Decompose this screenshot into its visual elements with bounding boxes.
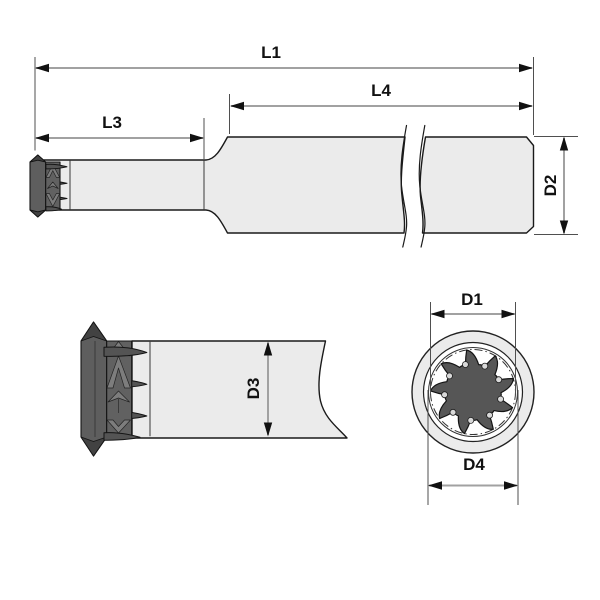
arrowhead-right bbox=[190, 133, 204, 143]
head-chevron bbox=[107, 390, 130, 403]
arrowhead-left bbox=[35, 133, 49, 143]
tooth-root-notch bbox=[441, 391, 449, 399]
tooth-root-notch bbox=[446, 372, 453, 380]
dimension-l3: L3 bbox=[35, 113, 205, 159]
arrowhead-down bbox=[559, 220, 569, 235]
tooth-root-notch bbox=[486, 411, 494, 419]
arrowhead-up bbox=[263, 341, 273, 356]
tooth-root-notch bbox=[467, 416, 475, 424]
tooth-blade bbox=[45, 163, 68, 170]
arrowhead-right bbox=[519, 63, 533, 73]
tooth-root-notch bbox=[481, 362, 489, 370]
dim-label-d2: D2 bbox=[541, 175, 560, 197]
arrowhead-right bbox=[504, 481, 518, 490]
tooth-root-notch bbox=[461, 361, 469, 368]
dim-label-l4: L4 bbox=[371, 81, 391, 100]
cutter-head-detail-view: D3 bbox=[80, 321, 348, 457]
arrowhead-up bbox=[559, 136, 569, 151]
head-tip-facet bbox=[80, 436, 108, 457]
dim-label-l3: L3 bbox=[102, 113, 122, 132]
dim-label-d1: D1 bbox=[461, 290, 483, 309]
dim-label-d3: D3 bbox=[244, 378, 263, 400]
dim-label-d4: D4 bbox=[463, 455, 485, 474]
cutter-head-side-small bbox=[29, 154, 71, 218]
break-line-left bbox=[400, 124, 408, 248]
arrowhead-left bbox=[35, 63, 49, 73]
head-tip-facet bbox=[29, 154, 47, 163]
head-front-strip bbox=[29, 154, 47, 218]
arrowhead-left bbox=[430, 309, 445, 319]
tooth-blade bbox=[45, 206, 62, 212]
head-chevron bbox=[47, 181, 59, 189]
front-cutter-star bbox=[429, 349, 514, 435]
head-front-strip bbox=[80, 321, 108, 457]
tooth-blade bbox=[103, 432, 141, 441]
tooth-root-notch bbox=[495, 376, 503, 384]
head-tip-facet bbox=[29, 209, 47, 218]
arrowhead-left bbox=[230, 101, 244, 111]
detail-shaft-with-break bbox=[131, 340, 348, 439]
arrowhead-right bbox=[519, 101, 533, 111]
arrowhead-down bbox=[263, 422, 273, 437]
cutter-head-side-large bbox=[80, 321, 148, 457]
dimension-d3: D3 bbox=[244, 341, 273, 437]
dimension-l4: L4 bbox=[229, 81, 533, 134]
overall-side-view bbox=[29, 124, 535, 248]
dimension-d1: D1 bbox=[430, 290, 516, 394]
dim-label-l1: L1 bbox=[261, 43, 281, 62]
dimension-l1: L1 bbox=[34, 43, 534, 151]
tool-shank-right bbox=[419, 136, 535, 234]
arrowhead-right bbox=[501, 309, 516, 319]
tooth-root-notch bbox=[497, 395, 505, 403]
arrowhead-left bbox=[428, 481, 442, 490]
break-line-right bbox=[418, 124, 426, 248]
dimension-d2: D2 bbox=[534, 136, 578, 235]
tooth-root-notch bbox=[449, 408, 457, 416]
cutter-front-view: D1 D4 bbox=[411, 290, 535, 505]
tool-neck-and-shank-left bbox=[43, 136, 406, 234]
tooth-blade bbox=[103, 346, 148, 357]
dimension-d4: D4 bbox=[427, 390, 519, 505]
head-tip-facet bbox=[80, 321, 108, 342]
